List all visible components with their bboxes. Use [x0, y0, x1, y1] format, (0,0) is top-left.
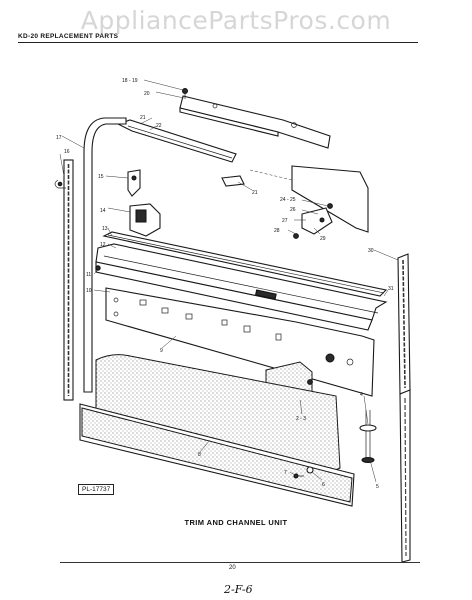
- top-trim-strip: [116, 119, 237, 163]
- callout-8: 8: [198, 452, 201, 458]
- callout-17: 17: [56, 135, 62, 141]
- callout-labels: 18 - 19 20 21 22 17 16 15 21 24 - 25 26 …: [56, 78, 394, 490]
- callout-4: 4: [360, 392, 363, 398]
- right-vertical-channel: [397, 253, 411, 395]
- callout-26: 26: [290, 207, 296, 213]
- callout-20: 20: [144, 91, 150, 97]
- callout-21: 21: [140, 115, 146, 121]
- control-channel: [95, 243, 388, 331]
- handwritten-note: 2-F-6: [224, 583, 253, 596]
- latch-bracket-14: [129, 203, 161, 237]
- callout-16: 16: [64, 149, 70, 155]
- callout-2-3: 2 - 3: [296, 416, 306, 422]
- leader-lines: [59, 79, 399, 483]
- top-channel-strip: [102, 231, 388, 297]
- callout-11: 11: [86, 272, 91, 278]
- small-clip-21: [221, 175, 245, 187]
- callout-14: 14: [100, 208, 106, 214]
- callout-10: 10: [86, 288, 92, 294]
- diagram-caption: TRIM AND CHANNEL UNIT: [184, 518, 288, 527]
- screw-18-19: [182, 88, 188, 99]
- watermark: AppliancePartsPros.com: [80, 6, 392, 35]
- callout-29: 29: [320, 236, 326, 242]
- left-side-trim: [83, 117, 127, 393]
- callout-5: 5: [376, 484, 379, 490]
- footer-rule: [60, 562, 420, 563]
- screw-11: [95, 265, 101, 271]
- right-vertical-channel-lower: [399, 389, 411, 563]
- plate-id-box: PL-17737: [78, 484, 115, 495]
- callout-12: 12: [100, 242, 106, 248]
- callout-7: 7: [284, 470, 287, 476]
- callout-22: 22: [156, 123, 162, 129]
- callout-6: 6: [322, 482, 325, 488]
- left-vertical-channel: [63, 159, 74, 401]
- latch-part-15: [127, 169, 141, 197]
- callout-13: 13: [102, 226, 108, 232]
- nut-6: [306, 466, 314, 474]
- callout-28: 28: [274, 228, 280, 234]
- callout-31: 31: [388, 286, 394, 292]
- callout-18-19: 18 - 19: [122, 78, 138, 84]
- header-rule: [18, 42, 418, 43]
- top-mounting-bracket: [179, 95, 331, 149]
- lower-kick-plate: [79, 403, 355, 507]
- page-header: KD-20 REPLACEMENT PARTS: [18, 33, 119, 40]
- callout-21-clip: 21: [252, 190, 258, 196]
- callout-9: 9: [160, 348, 163, 354]
- right-top-panel: [249, 165, 369, 233]
- leveling-foot: [359, 410, 377, 463]
- hinge-assembly-26-27: [293, 203, 333, 239]
- callout-15: 15: [98, 174, 104, 180]
- callout-30: 30: [368, 248, 374, 254]
- clip-16: [54, 179, 66, 189]
- callout-27: 27: [282, 218, 288, 224]
- callout-24-25: 24 - 25: [280, 197, 296, 203]
- page-number: 20: [229, 565, 236, 571]
